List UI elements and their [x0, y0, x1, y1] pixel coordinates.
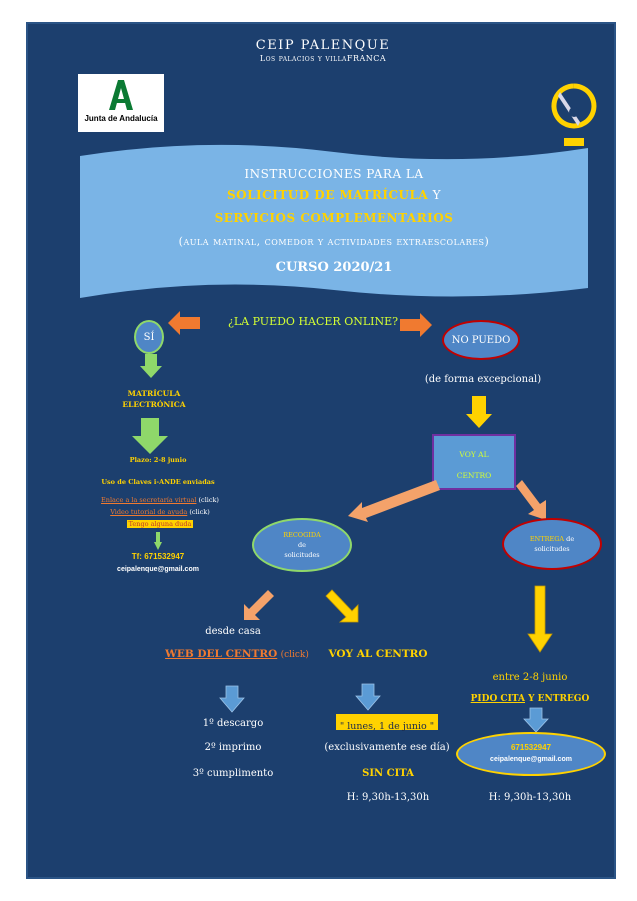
orange-arrow-to-entrega-icon	[516, 480, 546, 520]
yes-ellipse: SÍ	[134, 320, 164, 354]
recogida-title: RECOGIDA	[283, 531, 321, 539]
no-note: (de forma excepcional)	[424, 374, 542, 385]
green-arrow-down-2-icon	[132, 418, 168, 454]
school-location: Los palacios y villaFRANCA	[259, 54, 387, 63]
flyer-page: CEIP PALENQUE Los palacios y villaFRANCA…	[26, 22, 616, 879]
yellow-arrow-down-right-icon	[325, 589, 359, 623]
web-del-centro-link[interactable]: WEB DEL CENTRO	[165, 648, 278, 660]
horario-entrega: H: 9,30h-13,30h	[488, 792, 572, 803]
orange-arrow-down-left-icon	[244, 590, 274, 620]
doubt-row: Tengo alguna duda	[68, 520, 252, 528]
junta-andalucia-emblem-icon	[109, 80, 133, 110]
junta-andalucia-logo: Junta de Andalucía	[78, 74, 164, 132]
recogida-solicitudes: solicitudes	[284, 551, 320, 559]
school-name: CEIP PALENQUE	[255, 38, 391, 53]
y-entrego: Y ENTREGO	[524, 694, 590, 704]
plazo-text: Plazo: 2-8 junio	[129, 456, 187, 464]
video-tutorial-link[interactable]: Video tutorial de ayuda	[110, 508, 188, 516]
yes-phone: Tf: 671532947	[131, 552, 185, 561]
junta-logo-text: Junta de Andalucía	[84, 114, 158, 123]
step-descargo: 1º descargo	[202, 718, 264, 729]
recogida-de: de	[297, 541, 306, 549]
sin-cita: SIN CITA	[362, 768, 414, 779]
web-click: (click)	[280, 650, 309, 660]
entrega-title: ENTREGA	[529, 535, 565, 543]
step-cumplimento: 3º cumplimento	[192, 768, 274, 779]
entrega-de: de	[564, 535, 575, 543]
claves-text: Uso de Claves i-ANDE enviadas	[101, 478, 215, 486]
video-click: (click)	[189, 508, 210, 516]
secretaria-link-row: Enlace a la secretaría virtual (click)	[68, 496, 252, 504]
video-link-row: Video tutorial de ayuda (click)	[68, 508, 252, 516]
orange-arrow-left-icon	[168, 311, 200, 335]
yes-email[interactable]: ceipalenque@gmail.com	[117, 566, 199, 573]
voy-al-centro-box	[432, 434, 516, 490]
matricula-electronica: MATRÍCULA ELECTRÓNICA	[122, 389, 186, 409]
exclusivamente-text: (exclusivamente ese día)	[324, 742, 450, 753]
no-label: NO PUEDO	[451, 334, 511, 346]
banner-y: Y	[428, 188, 441, 202]
horario-recogida: H: 9,30h-13,30h	[346, 792, 430, 803]
orange-arrow-right-icon	[400, 313, 432, 337]
banner-line-3: SERVICIOS COMPLEMENTARIOS	[214, 211, 454, 225]
banner-line-1: INSTRUCCIONES PARA LA	[244, 167, 424, 181]
entrega-solicitudes: solicitudes	[534, 545, 570, 553]
entrega-email[interactable]: ceipalenque@gmail.com	[490, 756, 572, 763]
pido-cita-row: PIDO CITA Y ENTREGO	[448, 694, 612, 704]
doubt-label[interactable]: Tengo alguna duda	[126, 520, 194, 528]
secretaria-virtual-link[interactable]: Enlace a la secretaría virtual	[101, 496, 197, 504]
school-emblem-icon	[551, 83, 597, 146]
desde-casa: desde casa	[205, 626, 261, 637]
yellow-arrow-down-1-icon	[466, 396, 492, 428]
green-arrow-down-3-icon	[154, 532, 162, 550]
orange-arrow-to-recogida-icon	[348, 480, 440, 522]
web-link-row: WEB DEL CENTRO (click)	[152, 648, 322, 660]
title-banner-shape	[80, 144, 588, 298]
banner-course: CURSO 2020/21	[275, 260, 393, 275]
voy-al-centro-title: VOY AL CENTRO	[328, 648, 428, 660]
entrega-dates: entre 2-8 junio	[492, 672, 568, 683]
fecha-text: " lunes, 1 de junio "	[339, 721, 435, 732]
yes-label: SÍ	[143, 331, 155, 343]
green-arrow-down-1-icon	[140, 354, 162, 378]
entrega-phone: 671532947	[510, 743, 552, 752]
step-imprimo: 2º imprimo	[204, 742, 262, 753]
blue-arrow-down-3-icon	[523, 707, 549, 733]
banner-solicitud: SOLICITUD DE MATRÍCULA	[226, 188, 429, 202]
yellow-arrow-down-long-icon	[527, 585, 553, 653]
no-ellipse: NO PUEDO	[442, 320, 520, 360]
fecha-box: " lunes, 1 de junio "	[336, 714, 438, 732]
entrega-ellipse: ENTREGA de solicitudes	[502, 518, 602, 570]
banner-line-4: (aula matinal, comedor y actividades ext…	[178, 235, 490, 248]
blue-arrow-down-2-icon	[355, 683, 381, 711]
blue-arrow-down-1-icon	[219, 685, 245, 713]
secretaria-click: (click)	[198, 496, 219, 504]
banner-line-2: SOLICITUD DE MATRÍCULA Y	[80, 188, 588, 202]
voy-al-centro-label: VOY AL CENTRO	[456, 450, 492, 480]
recogida-ellipse: RECOGIDA de solicitudes	[252, 518, 352, 572]
entrega-contact-ellipse: 671532947 ceipalenque@gmail.com	[456, 732, 606, 776]
question-online: ¿LA PUEDO HACER ONLINE?	[227, 315, 399, 328]
pido-cita: PIDO CITA	[470, 694, 525, 704]
